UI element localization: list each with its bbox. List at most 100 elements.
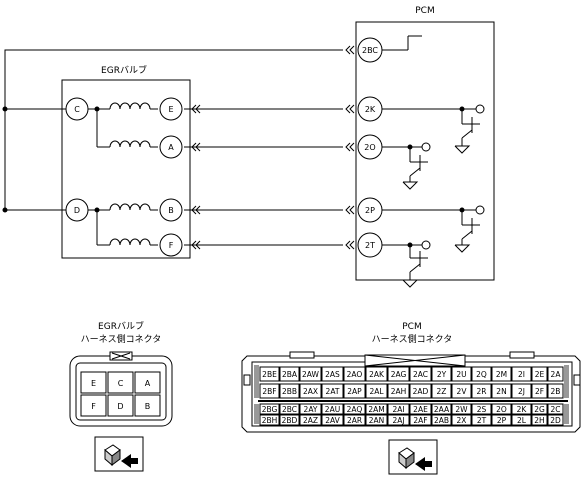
egr-connector-subtitle: ハーネス側コネクタ: [81, 333, 162, 345]
pcm-pin-label: 2I: [518, 370, 525, 379]
valve-terminal-f-label: F: [169, 241, 174, 250]
valve-terminal-d: [65, 198, 89, 222]
pcm-pin-row: 2BG 2BC 2AY 2AU 2AQ 2AM 2AI 2AE 2AA 2W 2…: [259, 403, 564, 415]
pcm-pin-label: 2O: [496, 405, 507, 414]
pcm-pin-label: 2AZ: [303, 416, 318, 425]
valve-terminal-d-label: D: [74, 206, 80, 215]
pcm-pin-label: 2AL: [369, 387, 384, 396]
pcm-pin-label: 2C: [550, 405, 560, 414]
egr-pin-cell: [134, 371, 161, 394]
valve-terminal-e: [159, 97, 183, 121]
pcm-pin-label: 2BB: [282, 387, 297, 396]
pcm-box: [355, 21, 495, 281]
pcm-pin-label: 2M: [496, 370, 507, 379]
pcm-terminal-2o-label: 2O: [364, 143, 375, 152]
pcm-pin-label: 2AK: [369, 370, 385, 379]
pcm-pin-label: 2AM: [368, 405, 384, 414]
terminal-open: [475, 104, 485, 114]
pcm-pin-label: 2BG: [262, 405, 278, 414]
connector-mark: [191, 104, 201, 250]
pcm-terminal-2bc-label: 2BC: [362, 46, 378, 55]
junction-dot: [2, 106, 8, 112]
pcm-connector-pins: 2BE 2BA 2AW 2AS 2AO 2AK 2AG 2AC 2Y 2U 2Q…: [259, 366, 564, 426]
pcm-pin-label: 2U: [456, 370, 466, 379]
wire-2bc: [4, 49, 343, 110]
egr-valve-label: EGRバルブ: [101, 64, 147, 76]
pcm-pin-label: 2AE: [413, 405, 428, 414]
pcm-terminal-2t: [357, 232, 383, 258]
pcm-pin-label: 2AO: [347, 370, 363, 379]
valve-terminal-c: [65, 97, 89, 121]
pcm-terminal-2k-label: 2K: [365, 105, 376, 114]
egr-pin-cell: [107, 394, 134, 417]
pcm-pin-label: 2AP: [347, 387, 362, 396]
pcm-terminal-2p-label: 2P: [365, 206, 375, 215]
pcm-pin-label: 2AS: [325, 370, 340, 379]
pcm-pin-label: 2R: [477, 387, 487, 396]
egr-pin-cell: [107, 371, 134, 394]
pcm-pin-label: 2Y: [437, 370, 447, 379]
pcm-pin-label: 2D: [550, 416, 561, 425]
egr-pin-label: F: [91, 402, 96, 411]
pcm-pin-label: 2AX: [303, 387, 318, 396]
egr-pin-label: E: [91, 379, 96, 388]
pcm-pin-label: 2A: [551, 370, 562, 379]
valve-terminal-f: [159, 233, 183, 257]
pcm-pin-label: 2BE: [262, 370, 277, 379]
pcm-terminal-2t-label: 2T: [365, 241, 375, 250]
valve-terminal-a: [159, 135, 183, 159]
coil-e: [109, 102, 151, 110]
pcm-pin-label: 2AW: [302, 370, 319, 379]
valve-terminal-a-label: A: [168, 143, 174, 152]
ground-symbol: [402, 279, 419, 288]
pcm-label: PCM: [415, 6, 434, 16]
pcm-pin-row: 2BH 2BD 2AZ 2AV 2AR 2AN 2AJ 2AF 2AB 2X 2…: [259, 414, 564, 426]
pcm-terminal-2p: [357, 197, 383, 223]
pcm-pin-label: 2T: [477, 416, 487, 425]
pcm-pin-label: 2AU: [325, 405, 340, 414]
valve-terminal-e-label: E: [168, 105, 173, 114]
valve-terminal-b: [159, 198, 183, 222]
schematic: [2, 21, 495, 288]
pcm-pin-label: 2BH: [262, 416, 278, 425]
pcm-pin-label: 2Q: [476, 370, 487, 379]
terminal-open: [475, 205, 485, 215]
pcm-pin-label: 2AC: [413, 370, 428, 379]
pcm-pin-label: 2J: [518, 387, 525, 396]
pcm-pin-label: 2AY: [304, 405, 318, 414]
egr-pin-cell: [80, 371, 107, 394]
pcm-pin-label: 2F: [535, 387, 544, 396]
pcm-pin-label: 2BD: [282, 416, 298, 425]
valve-terminal-c-label: C: [74, 105, 80, 114]
pcm-pin-label: 2X: [457, 416, 467, 425]
pcm-pin-label: 2W: [455, 405, 468, 414]
pcm-pin-label: 2L: [517, 416, 527, 425]
egr-pin-cell: [80, 394, 107, 417]
connector-mark: [345, 45, 355, 250]
connector-orientation-icon: [94, 436, 144, 472]
pcm-pin-label: 2BC: [282, 405, 297, 414]
pcm-pin-label: 2AR: [347, 416, 362, 425]
pcm-pin-label: 2S: [477, 405, 487, 414]
pcm-terminals: 2BC 2K 2O 2P 2T: [357, 37, 383, 258]
junction-dot: [2, 207, 8, 213]
pcm-pin-label: 2V: [457, 387, 468, 396]
pcm-connector: [241, 351, 581, 433]
terminal-open: [421, 142, 431, 152]
pcm-pin-label: 2BF: [262, 387, 276, 396]
pcm-pin-label: 2AA: [434, 405, 450, 414]
pcm-pin-label: 2H: [534, 416, 544, 425]
pcm-pin-label: 2AH: [391, 387, 407, 396]
pcm-pin-label: 2K: [517, 405, 528, 414]
pcm-terminal-2k: [357, 96, 383, 122]
pcm-pin-label: 2P: [497, 416, 507, 425]
egr-pin-label: D: [117, 402, 123, 411]
ground-symbol: [454, 145, 471, 154]
pcm-pin-label: 2B: [551, 387, 561, 396]
ground-symbol: [402, 181, 419, 190]
pcm-pin-row: 2BE 2BA 2AW 2AS 2AO 2AK 2AG 2AC 2Y 2U 2Q…: [259, 366, 564, 382]
pcm-pin-label: 2AD: [413, 387, 429, 396]
egr-pin-cell: [134, 394, 161, 417]
pcm-pin-row: 2BF 2BB 2AX 2AT 2AP 2AL 2AH 2AD 2Z 2V 2R…: [259, 383, 564, 399]
